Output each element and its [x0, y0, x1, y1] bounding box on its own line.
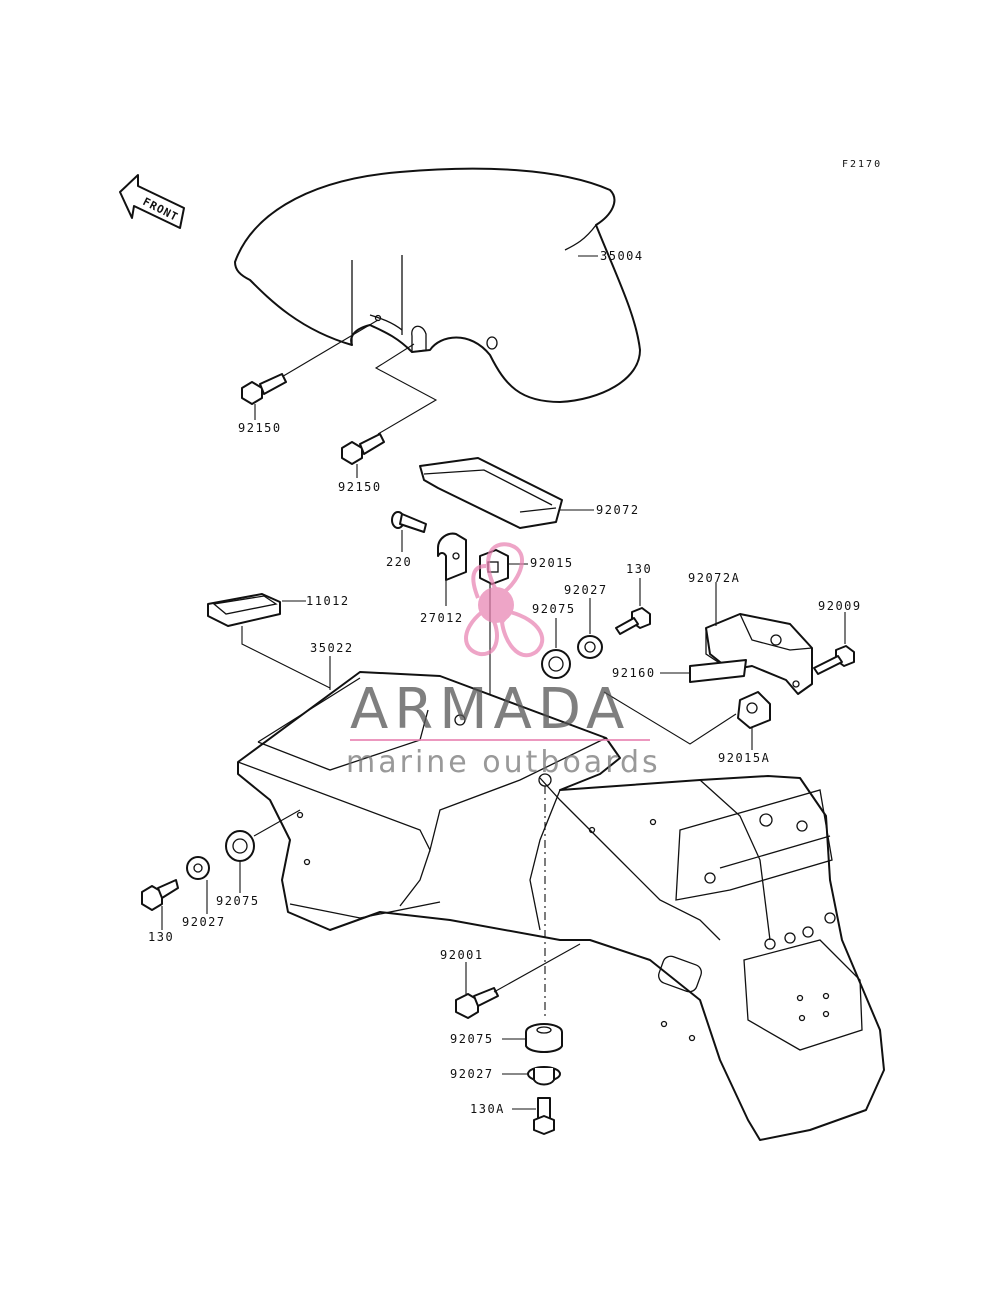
part-label-92027-c: 92027 — [450, 1067, 494, 1081]
part-label-92075-c: 92075 — [450, 1032, 494, 1046]
watermark-brand: ARMADA — [350, 677, 630, 742]
part-label-220: 220 — [386, 555, 412, 569]
part-label-92072A: 92072A — [688, 571, 740, 585]
watermark-tagline: marine outboards — [346, 745, 661, 780]
part-label-130A: 130A — [470, 1102, 505, 1116]
part-label-92150-a: 92150 — [238, 421, 282, 435]
part-label-92150-b: 92150 — [338, 480, 382, 494]
part-label-11012: 11012 — [306, 594, 350, 608]
bolt-130-upper — [615, 578, 651, 635]
grommet-92075-bottom — [502, 1023, 563, 1053]
bolt-130A — [512, 1097, 555, 1135]
screw-220 — [391, 511, 427, 552]
collar-92027-bottom — [502, 1066, 561, 1086]
part-label-92015A: 92015A — [718, 751, 770, 765]
front-fender — [234, 167, 641, 403]
pad-92160 — [660, 659, 747, 683]
cap-11012 — [207, 593, 331, 689]
part-label-92001: 92001 — [440, 948, 484, 962]
grommet-92075-left — [225, 809, 301, 893]
part-label-92027-b: 92027 — [182, 915, 226, 929]
bolt-92150-lower — [341, 343, 438, 478]
part-label-27012: 27012 — [420, 611, 464, 625]
bolt-130-left — [141, 879, 179, 930]
propeller-logo-icon — [464, 542, 545, 658]
part-label-92160: 92160 — [612, 666, 656, 680]
part-label-92075-b: 92075 — [216, 894, 260, 908]
collar-92027-upper — [577, 598, 603, 659]
part-label-35022: 35022 — [310, 641, 354, 655]
part-label-92009: 92009 — [818, 599, 862, 613]
bolt-92150-upper — [241, 319, 379, 420]
part-label-92015: 92015 — [530, 556, 574, 570]
front-arrow-icon: FRONT — [119, 174, 185, 229]
cover-92072 — [419, 457, 594, 529]
part-label-35004: 35004 — [600, 249, 644, 263]
part-label-92075-a: 92075 — [532, 602, 576, 616]
rear-fender-tray-35022 — [237, 656, 885, 1141]
bolt-92001 — [455, 943, 581, 1019]
bracket-27012 — [437, 532, 467, 606]
figure-code: F2170 — [842, 159, 882, 170]
part-label-130-b: 130 — [148, 930, 174, 944]
part-label-130-a: 130 — [626, 562, 652, 576]
part-label-92027-a: 92027 — [564, 583, 608, 597]
collar-92015A — [603, 691, 771, 750]
part-label-92072: 92072 — [596, 503, 640, 517]
grommet-92075-upper — [541, 618, 571, 679]
armada-watermark: ARMADA marine outboards — [346, 542, 661, 780]
collar-92027-left — [186, 856, 210, 914]
bolt-92009 — [813, 612, 855, 675]
